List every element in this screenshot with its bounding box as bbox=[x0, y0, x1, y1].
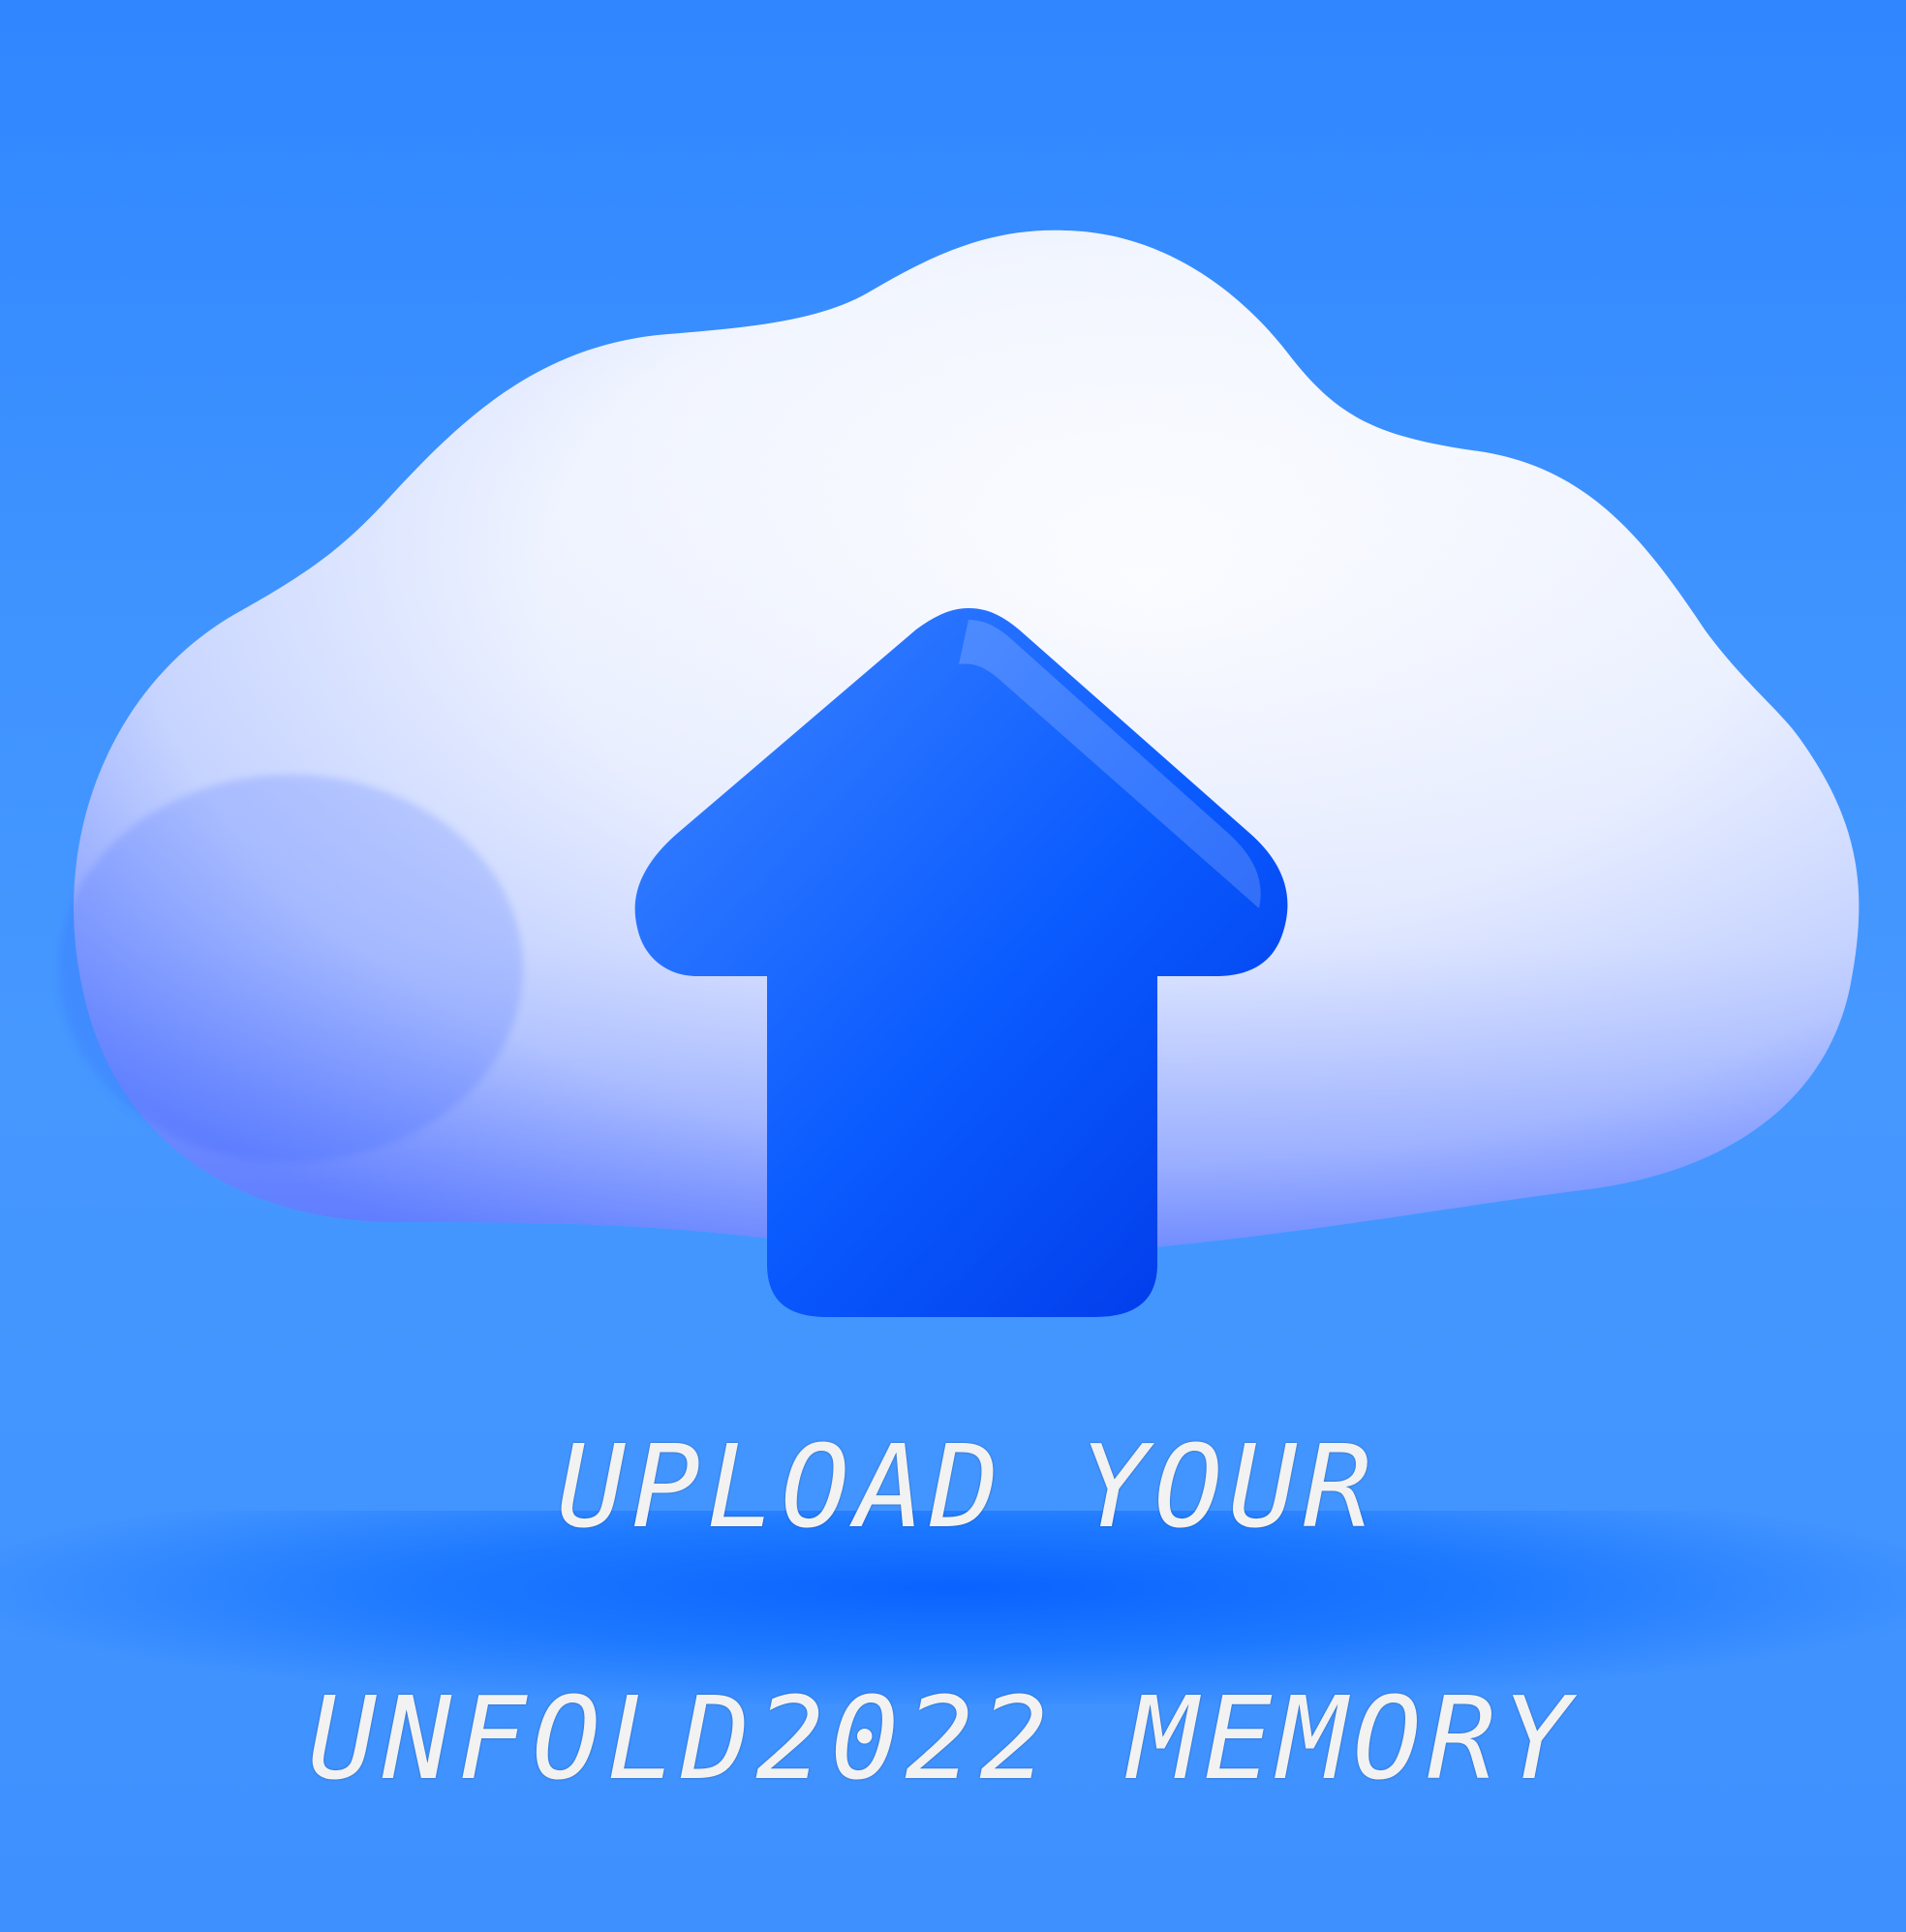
floor-shadow bbox=[0, 1511, 1906, 1704]
caption-line-2: Unfold2022 Memory bbox=[308, 1671, 1577, 1805]
caption-line-1: Upload your bbox=[557, 1420, 1378, 1553]
cloud-upload-icon bbox=[58, 230, 1860, 1317]
upload-arrow bbox=[634, 608, 1288, 1317]
